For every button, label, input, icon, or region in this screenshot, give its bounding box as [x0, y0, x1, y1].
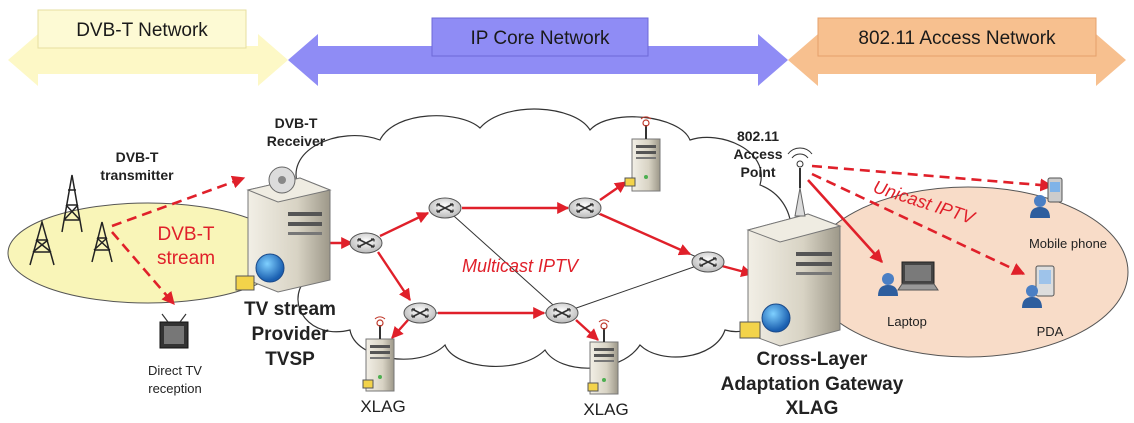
ip-core-band-arrow [288, 34, 788, 86]
dvbt-broadcast-links [111, 175, 246, 305]
dvbt-stream-label-2: stream [157, 248, 215, 269]
dvbt-receiver-label-1: DVB-T [275, 115, 318, 131]
dvbt-transmitter-label-2: transmitter [100, 167, 174, 183]
gateway-label-1: Cross-Layer [757, 349, 868, 370]
mobile-phone-icon [1047, 177, 1063, 203]
globe-icon [255, 253, 285, 283]
laptop-label: Laptop [887, 314, 927, 329]
access-banner-box [817, 17, 1097, 57]
access-banner-label: 802.11 Access Network [858, 28, 1056, 49]
dvbt-stream-label-1: DVB-T [158, 224, 215, 245]
multicast-links [330, 181, 754, 341]
router-icon [691, 251, 725, 273]
tv-icon [159, 313, 189, 349]
xlag-mid-label: XLAG [583, 400, 628, 419]
router-icon [349, 232, 383, 254]
ap-label-2: Access [733, 146, 782, 162]
xlag-left-label: XLAG [360, 397, 405, 416]
unicast-links [811, 164, 1054, 276]
dvbt-banner-label: DVB-T Network [76, 20, 208, 41]
pda-label: PDA [1037, 324, 1064, 339]
tower-icon [29, 174, 113, 266]
ip-core-banner-box [431, 17, 649, 57]
router-icon [403, 302, 437, 324]
tvsp-label-3: TVSP [265, 349, 315, 370]
ip-core-banner-label: IP Core Network [470, 28, 610, 49]
router-icon [545, 302, 579, 324]
tvsp-label-1: TV stream [244, 299, 336, 320]
tvsp-label-2: Provider [251, 324, 329, 345]
dvbt-banner-box [37, 9, 247, 49]
dvbt-receiver-label-2: Receiver [267, 133, 326, 149]
folder-icon [235, 275, 255, 291]
direct-tv-label-2: reception [148, 381, 201, 396]
ap-label-3: Point [741, 164, 776, 180]
laptop-link [807, 179, 883, 263]
gateway-label-3: XLAG [786, 398, 839, 419]
multicast-label: Multicast IPTV [462, 256, 580, 276]
router-icon [568, 197, 602, 219]
globe-icon [761, 303, 791, 333]
pda-icon [1035, 265, 1055, 297]
dvbt-transmitter-label-1: DVB-T [116, 149, 159, 165]
folder-icon [624, 177, 636, 187]
gateway-label-2: Adaptation Gateway [721, 374, 904, 395]
folder-icon [739, 321, 761, 339]
router-icon [428, 197, 462, 219]
laptop-icon [897, 261, 939, 291]
folder-icon [362, 379, 374, 389]
mobile-phone-label: Mobile phone [1029, 236, 1107, 251]
ap-label-1: 802.11 [737, 128, 779, 144]
folder-icon [587, 382, 599, 392]
direct-tv-label-1: Direct TV [148, 363, 202, 378]
